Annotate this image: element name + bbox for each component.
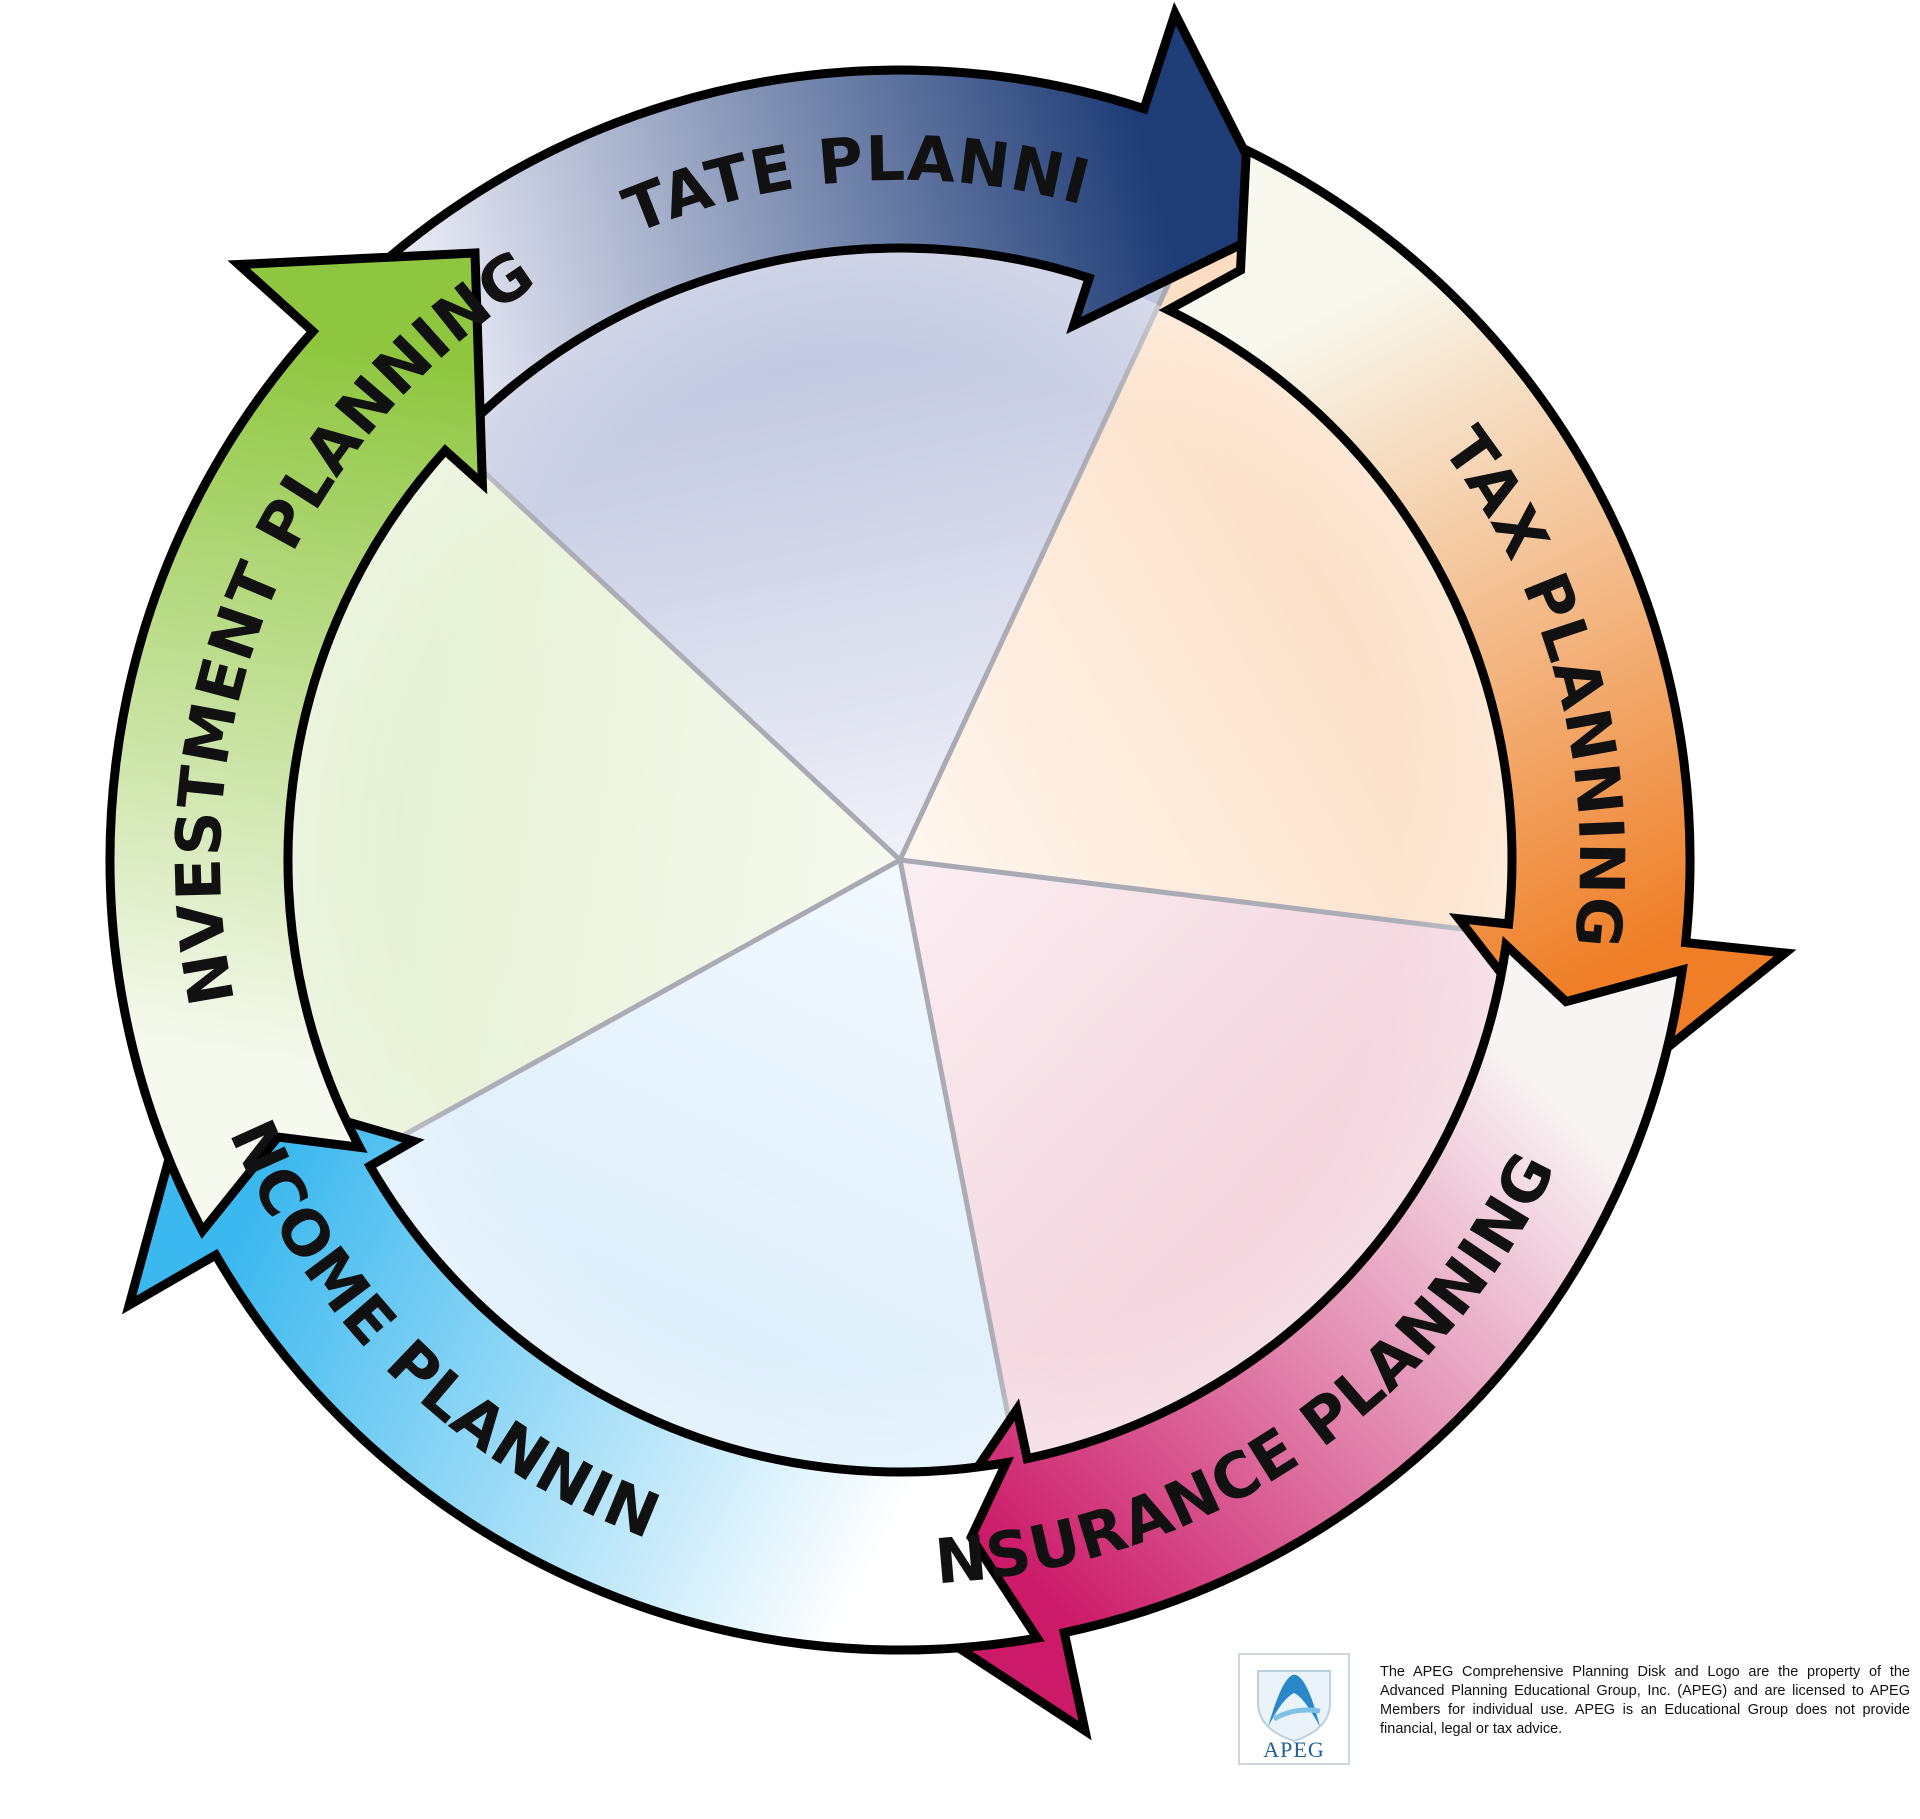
apeg-logo: APEG <box>1238 1653 1350 1765</box>
apeg-logo-text: APEG <box>1263 1737 1324 1762</box>
band-investment-arrow <box>105 248 488 1240</box>
apeg-logo-swoosh-icon <box>1268 1674 1320 1727</box>
band-estate-arrow <box>269 1 1288 493</box>
band-tax-arrow <box>1158 142 1797 1108</box>
copyright-notice: The APEG Comprehensive Planning Disk and… <box>1380 1664 1910 1737</box>
band-income-arrow <box>121 1071 1045 1655</box>
apeg-logo-shield-icon <box>1257 1670 1331 1743</box>
band-insurance-arrow <box>880 935 1688 1741</box>
copyright-footer: APEG The APEG Comprehensive Planning Dis… <box>1238 1653 1918 1813</box>
wheel-arrow-bands <box>105 1 1797 1741</box>
inner-disk-highlight <box>288 248 1512 1472</box>
